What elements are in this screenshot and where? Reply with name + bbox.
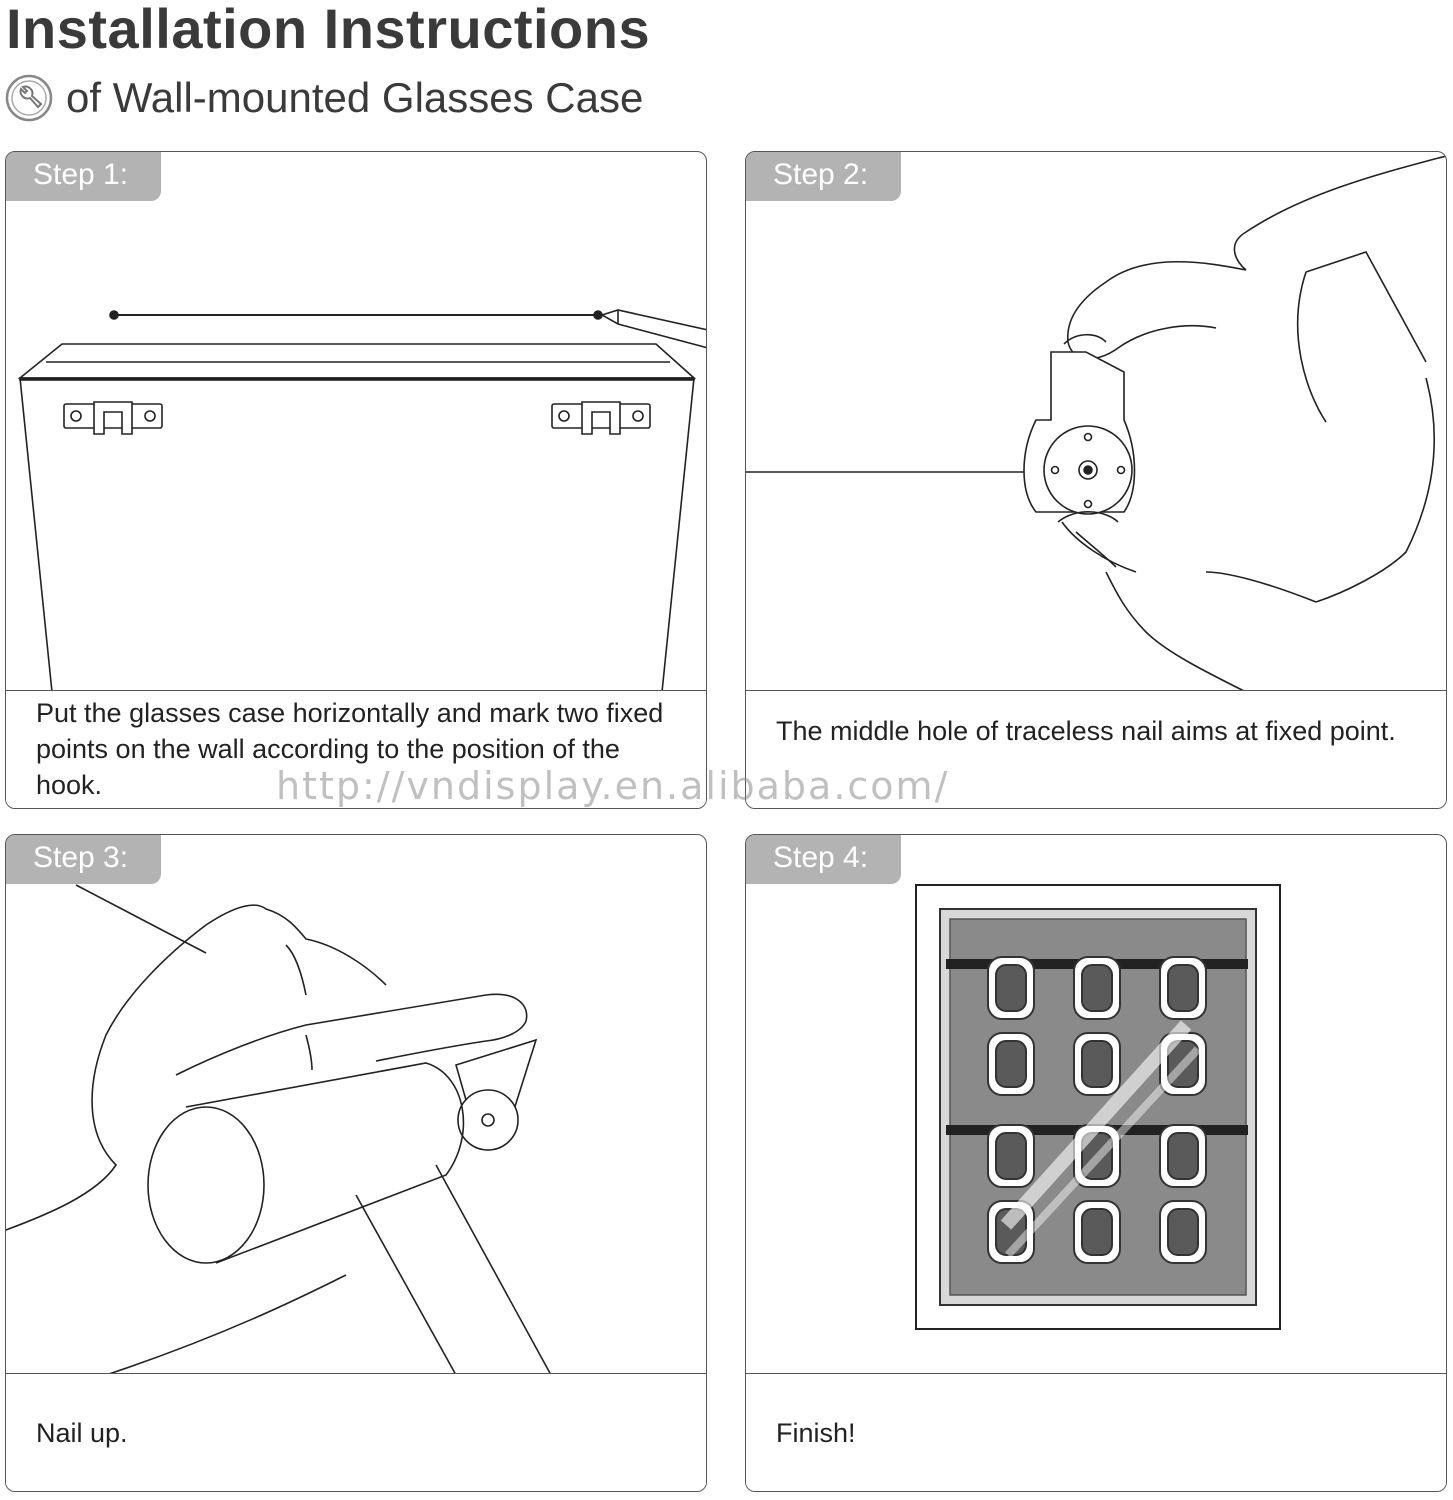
watermark: http://vndisplay.en.alibaba.com/ xyxy=(276,764,950,808)
step-3-caption: Nail up. xyxy=(6,1373,706,1491)
step-4-illustration xyxy=(915,884,1281,1330)
wrench-icon xyxy=(5,74,53,122)
step-1-label: Step 1: xyxy=(6,152,161,201)
step-1-panel: Step 1: Put the glasses case horizontall… xyxy=(5,151,707,809)
step-2-label: Step 2: xyxy=(746,152,901,201)
subtitle-row: of Wall-mounted Glasses Case xyxy=(4,70,643,126)
step-3-illustration xyxy=(6,884,552,1375)
step-1-illustration xyxy=(17,309,706,692)
step-1-caption: Put the glasses case horizontally and ma… xyxy=(6,690,706,808)
step-2-illustration xyxy=(746,155,1446,692)
step-4-panel: Step 4: Finish! xyxy=(745,834,1447,1492)
step-4-caption: Finish! xyxy=(746,1373,1446,1491)
step-2-panel: Step 2: The middle hole of traceless nai… xyxy=(745,151,1447,809)
step-2-caption: The middle hole of traceless nail aims a… xyxy=(746,690,1446,808)
step-3-label: Step 3: xyxy=(6,835,161,884)
page-title: Installation Instructions xyxy=(6,0,651,60)
page-subtitle: of Wall-mounted Glasses Case xyxy=(66,74,644,121)
step-4-label: Step 4: xyxy=(746,835,901,884)
step-3-panel: Step 3: Nail up. xyxy=(5,834,707,1492)
